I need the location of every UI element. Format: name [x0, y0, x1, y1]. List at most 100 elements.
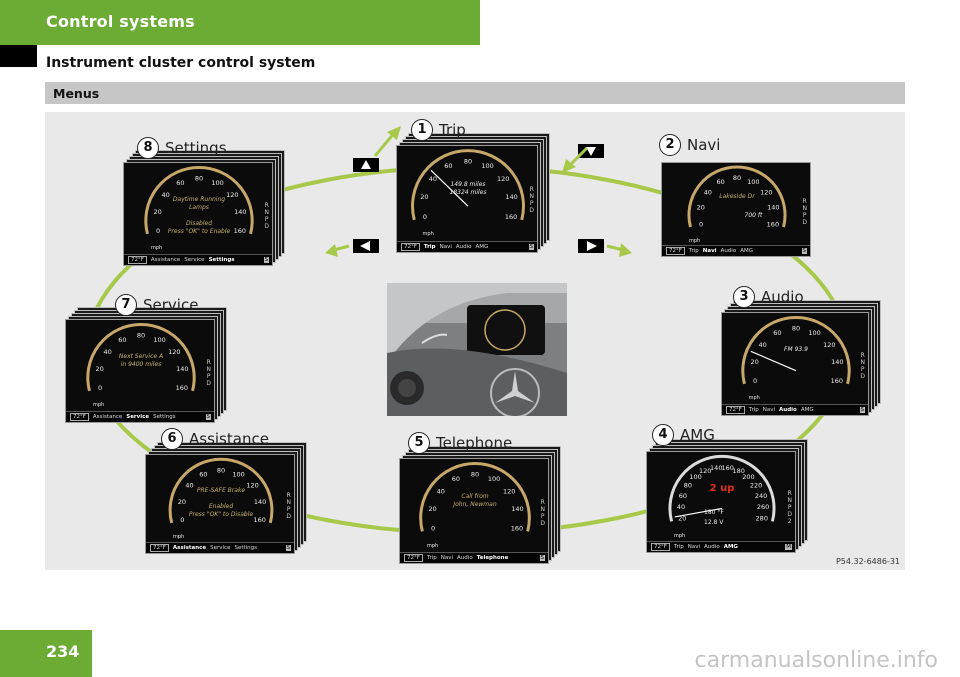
- gauge-tick-label: 80: [217, 466, 225, 474]
- gauge-tick-label: 100: [747, 178, 759, 186]
- screen-menu-end: S: [801, 248, 807, 254]
- screen-menu-end: S: [859, 407, 865, 413]
- gauge-tick-label: 60: [199, 470, 207, 478]
- screen-menu-tab: Audio: [720, 248, 737, 254]
- down-button-icon: [578, 144, 604, 158]
- gauge-tick-label: 160: [767, 220, 779, 228]
- screen-menu-tab: Settings: [208, 257, 235, 263]
- gauge-tick-label: 120: [168, 348, 180, 356]
- gear-letter: N: [802, 205, 807, 213]
- gear-letter: N: [860, 358, 865, 366]
- gear-letter: P: [540, 512, 545, 520]
- gear-letter: P: [802, 212, 807, 220]
- gauge-needle: [430, 169, 469, 207]
- subsection-title: Instrument cluster control system: [46, 55, 316, 71]
- gauge-tick-label: 200: [742, 473, 754, 481]
- screen-message: 2 up: [709, 482, 735, 494]
- gauge-tick-label: 160: [511, 525, 523, 533]
- gauge-tick-label: 160: [234, 227, 246, 235]
- gauge-tick-label: 120: [246, 482, 258, 490]
- menu-label-settings: Settings: [165, 139, 227, 157]
- speed-unit: mph: [93, 402, 105, 409]
- screen-menu-end: S: [528, 244, 534, 250]
- gauge-tick-label: 40: [677, 503, 685, 511]
- gauge-tick-label: 80: [137, 331, 145, 339]
- gauge-tick-label: 60: [444, 162, 452, 170]
- screen-message: Lakeside Dr: [719, 193, 755, 201]
- gear-letter: P: [529, 200, 534, 208]
- menu-number-audio: 3: [733, 286, 755, 308]
- outside-temp: 72°F: [651, 543, 670, 551]
- gauge-tick-label: 80: [471, 471, 479, 479]
- gauge-tick-label: 100: [689, 473, 701, 481]
- navi-distance: 700 ft: [744, 212, 763, 220]
- gauge-arc: [411, 149, 525, 221]
- gauge-tick-label: 40: [429, 175, 437, 183]
- gauge-tick-label: 0: [156, 227, 160, 235]
- gauge-tick-label: 20: [420, 193, 428, 201]
- gauge-tick-label: 120: [699, 467, 711, 475]
- gauge-tick-label: 0: [423, 213, 427, 221]
- subsection-marker: [0, 45, 37, 67]
- screen-menu-tab: AMG: [800, 407, 814, 413]
- gauge-tick-label: 60: [773, 329, 781, 337]
- screen-menu-end: M: [785, 544, 792, 550]
- screen-menu-tab: Service: [126, 414, 150, 420]
- gauge-needle: [674, 507, 723, 518]
- gauge-tick-label: 180: [733, 467, 745, 475]
- gear-letter: R: [860, 351, 865, 359]
- gear-letter: R: [540, 498, 545, 506]
- gear-letter: N: [787, 497, 792, 504]
- gear-letter: D: [540, 519, 545, 527]
- gauge-tick-label: 120: [226, 191, 238, 199]
- screen-menu-tab: Trip: [688, 248, 699, 254]
- screen-menu-tab: AMG: [475, 244, 489, 250]
- screen-message: Call from John, Newman: [453, 492, 497, 508]
- screen-message: Next Service A in 9400 miles: [118, 353, 164, 369]
- gauge-tick-label: 0: [431, 525, 435, 533]
- gear-letter: D: [802, 219, 807, 227]
- gauge-tick-label: 20: [178, 498, 186, 506]
- gear-letter: D: [860, 372, 865, 380]
- gauge-tick-label: 100: [808, 329, 820, 337]
- gauge-tick-label: 0: [753, 377, 757, 385]
- gauge-tick-label: 60: [679, 492, 687, 500]
- menu-label-service: Service: [143, 296, 199, 314]
- gauge-tick-label: 20: [678, 515, 686, 523]
- gauge-tick-label: 80: [792, 324, 800, 332]
- gauge-tick-label: 100: [211, 179, 223, 187]
- menu-label-telephone: Telephone: [436, 434, 513, 452]
- screen-menu-end: S: [263, 257, 269, 263]
- gauge-tick-label: 240: [755, 492, 767, 500]
- amg-voltage: 12.8 V: [704, 519, 724, 527]
- menu-number-navi: 2: [659, 134, 681, 156]
- gear-letter: R: [802, 198, 807, 206]
- amg-oil-temp: 180 °F: [704, 509, 724, 517]
- screen-menu-tab: Trip: [748, 407, 759, 413]
- left-button-icon: [353, 239, 379, 253]
- page-number: 234: [46, 642, 80, 661]
- speed-unit: mph: [748, 395, 760, 402]
- menus-heading: Menus: [53, 86, 100, 101]
- screen-menu-tab: Settings: [234, 545, 258, 551]
- screen-menu-tab: AMG: [723, 544, 738, 550]
- gauge-tick-label: 80: [684, 482, 692, 490]
- gauge-tick-label: 280: [756, 515, 768, 523]
- speed-unit: mph: [427, 542, 439, 549]
- gauge-tick-label: 120: [823, 341, 835, 349]
- up-button-icon: [353, 158, 379, 172]
- screen-menu-tab: Audio: [455, 244, 472, 250]
- screen-menu-tab: Audio: [779, 407, 797, 413]
